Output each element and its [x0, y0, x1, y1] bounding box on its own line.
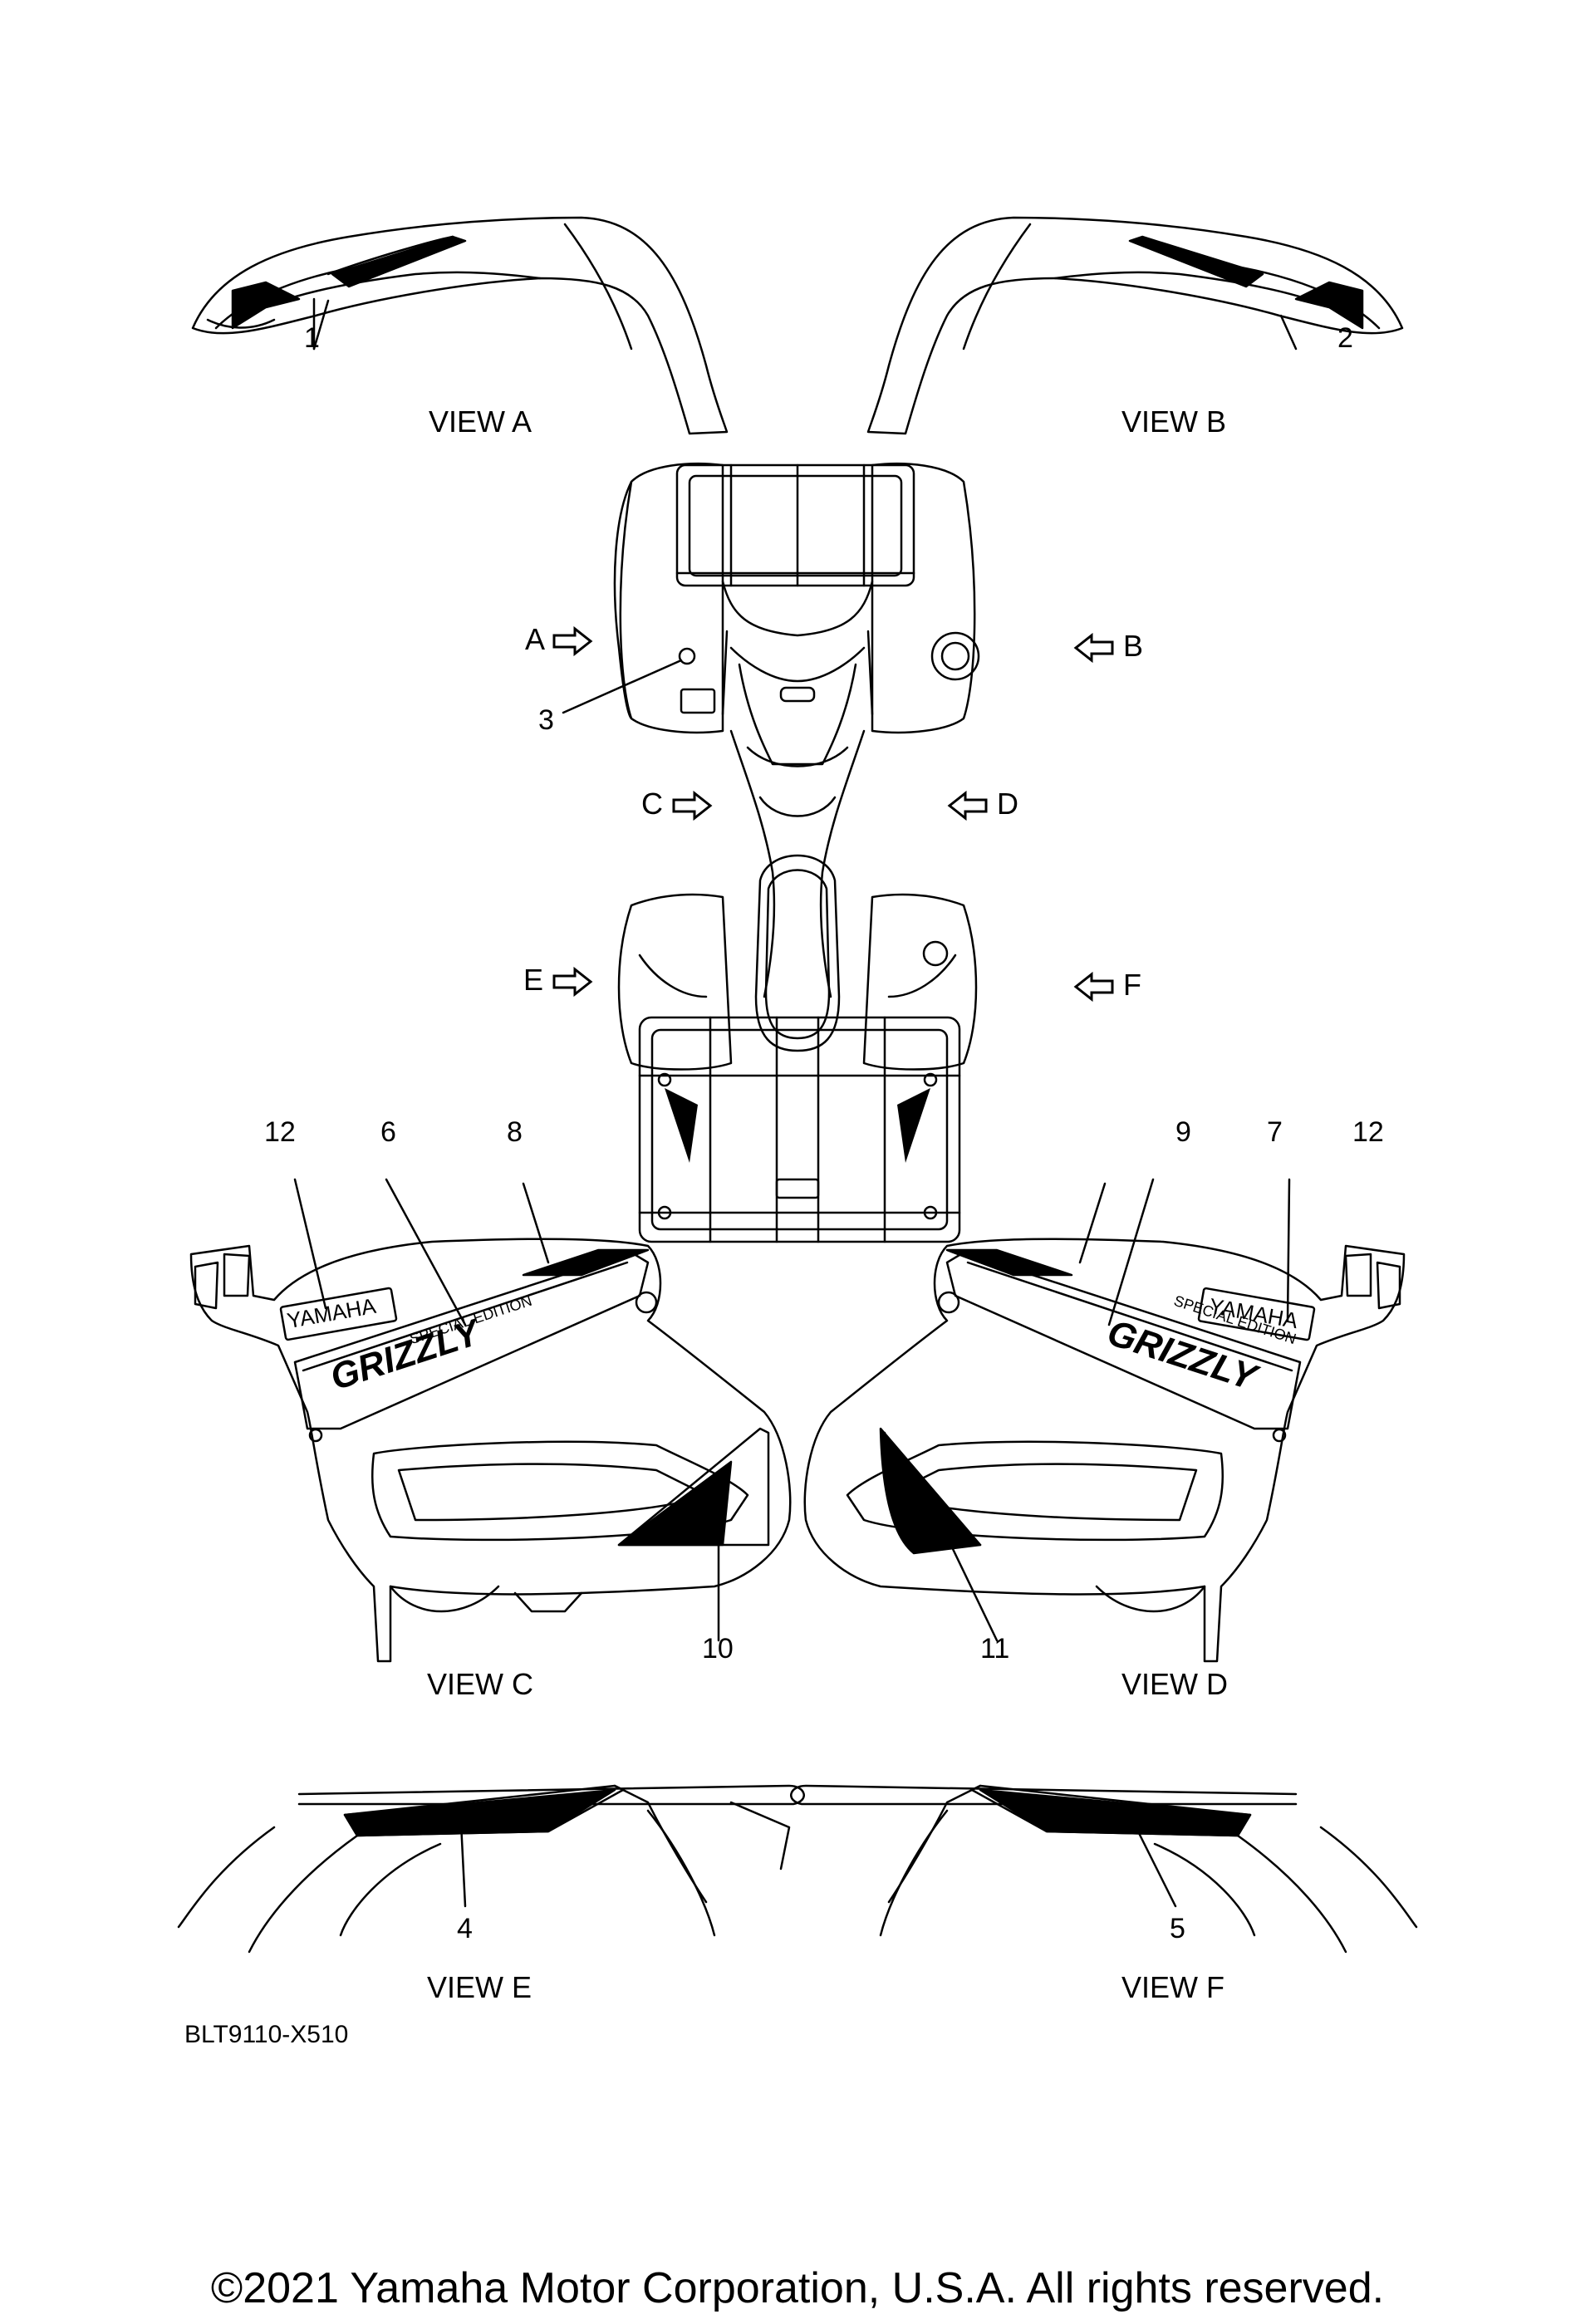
- view-e-label: VIEW E: [427, 1970, 532, 2004]
- callout-9: 9: [1175, 1116, 1191, 1148]
- callout-12-right: 12: [1352, 1116, 1384, 1148]
- decal-11: [879, 1427, 982, 1555]
- arrow-right-icon: [552, 626, 593, 657]
- leader-4: [459, 1821, 467, 1908]
- callout-8: 8: [507, 1116, 523, 1148]
- view-arrow-d: D: [947, 789, 1018, 821]
- view-arrow-d-letter: D: [997, 787, 1019, 821]
- view-b-front-fender-right: [866, 216, 1404, 435]
- leader-7: [1107, 1178, 1155, 1326]
- view-a-front-fender-left: [191, 216, 729, 435]
- view-d-label: VIEW D: [1121, 1667, 1229, 1701]
- arrow-right-icon: [672, 791, 713, 821]
- leader-8: [522, 1182, 550, 1264]
- view-arrow-f: F: [1073, 968, 1142, 1003]
- view-f-label: VIEW F: [1121, 1970, 1224, 2004]
- callout-6: 6: [380, 1116, 396, 1148]
- arrow-left-icon: [1073, 972, 1114, 1003]
- view-f-right-rear: [790, 1784, 1418, 1954]
- leader-12-left: [293, 1178, 327, 1310]
- callout-2: 2: [1337, 322, 1353, 354]
- arrow-right-icon: [552, 967, 593, 998]
- view-arrow-e-letter: E: [523, 963, 544, 997]
- view-arrow-f-letter: F: [1123, 968, 1142, 1002]
- callout-5: 5: [1170, 1913, 1185, 1944]
- atv-top-view: [613, 462, 980, 1243]
- view-c-left-side: [189, 1238, 792, 1663]
- view-a-label: VIEW A: [429, 404, 532, 439]
- view-arrow-b: B: [1073, 629, 1144, 664]
- leader-11: [941, 1527, 999, 1642]
- view-e-left-rear: [177, 1784, 805, 1954]
- arrow-left-icon: [947, 791, 988, 821]
- decal-10: [617, 1460, 733, 1547]
- view-arrow-e: E: [523, 963, 593, 998]
- yamaha-decal-left: [279, 1287, 398, 1341]
- view-c-label: VIEW C: [427, 1667, 534, 1701]
- leader-5: [1132, 1821, 1177, 1908]
- view-b-label: VIEW B: [1121, 404, 1227, 439]
- leader-12-right: [1286, 1178, 1291, 1322]
- view-arrow-a-letter: A: [525, 622, 544, 656]
- callout-7: 7: [1267, 1116, 1283, 1148]
- arrow-left-icon: [1073, 633, 1114, 664]
- leader-6: [385, 1178, 467, 1326]
- diagram-code: BLT9110-X510: [184, 2021, 349, 2048]
- yamaha-decal-right: [1197, 1287, 1316, 1341]
- callout-1: 1: [304, 322, 320, 354]
- callout-11: 11: [980, 1633, 1010, 1665]
- leader-3: [562, 659, 683, 714]
- callout-4: 4: [457, 1913, 473, 1944]
- decal-9: [945, 1248, 1073, 1277]
- callout-12-left: 12: [264, 1116, 296, 1148]
- decal-8: [522, 1248, 650, 1277]
- view-arrow-b-letter: B: [1123, 629, 1144, 663]
- callout-10: 10: [702, 1633, 734, 1665]
- leader-9: [1078, 1182, 1107, 1264]
- view-d-right-side: [803, 1238, 1406, 1663]
- view-arrow-a: A: [525, 622, 593, 657]
- view-arrow-c-letter: C: [641, 787, 663, 821]
- callout-3: 3: [538, 704, 554, 736]
- copyright-notice: ©2021 Yamaha Motor Corporation, U.S.A. A…: [210, 2264, 1385, 2312]
- view-arrow-c: C: [641, 789, 713, 821]
